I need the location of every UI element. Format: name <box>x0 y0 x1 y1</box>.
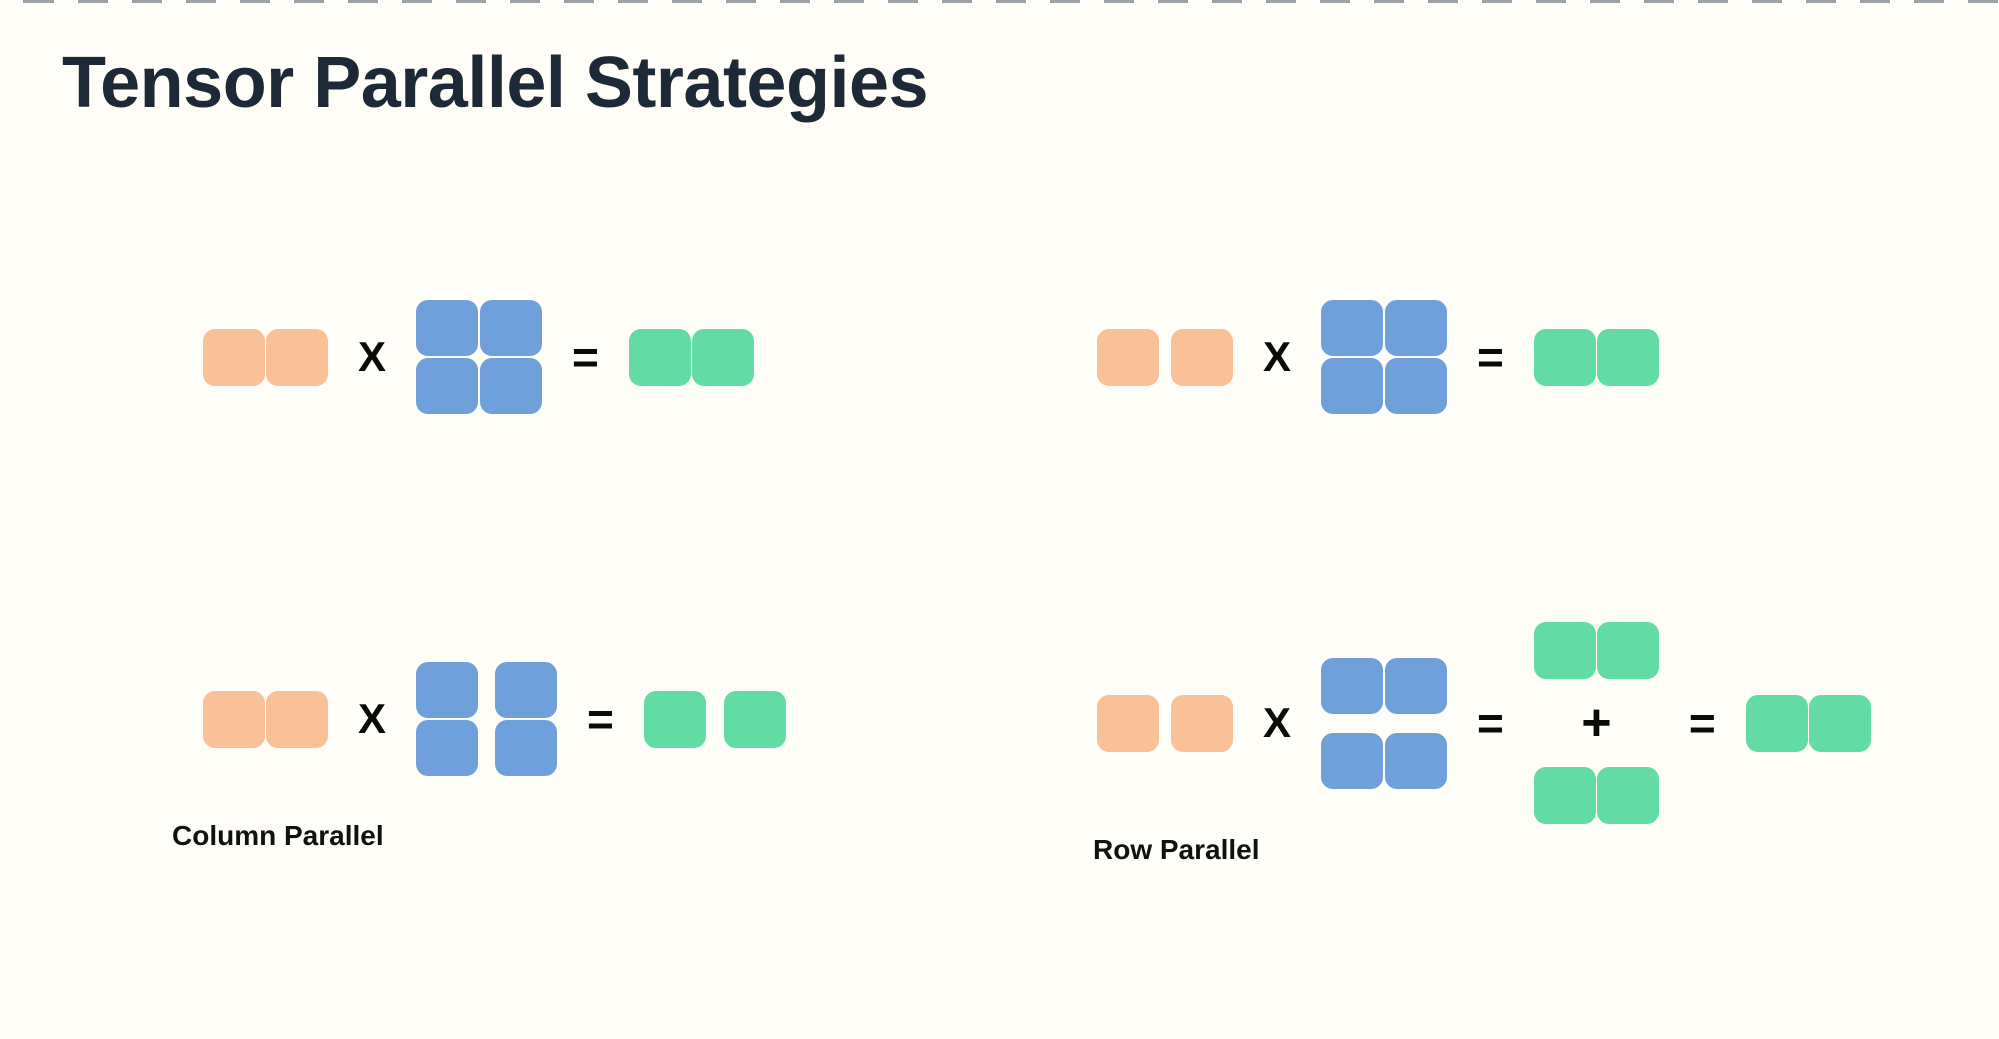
output-block <box>1596 767 1659 824</box>
input-block <box>1171 694 1233 752</box>
input-block <box>266 328 328 386</box>
equals-operator: = <box>1477 331 1504 383</box>
weight-block <box>416 662 479 718</box>
output-block <box>628 328 691 386</box>
weight-block <box>495 720 558 776</box>
equals-operator: = <box>572 331 599 383</box>
multiply-operator: X <box>358 695 387 742</box>
input-vector <box>203 690 328 748</box>
output-block <box>1596 622 1659 679</box>
input-block <box>1097 694 1159 752</box>
weight-block <box>416 720 479 776</box>
weight-block <box>1321 732 1384 789</box>
multiply-operator: X <box>1263 699 1292 746</box>
diagram-baseline-left: X = <box>203 300 754 414</box>
column-parallel-label: Column Parallel <box>172 820 384 851</box>
output-vector <box>1533 328 1659 386</box>
partial-output-vector <box>1533 622 1659 679</box>
weight-block <box>480 300 543 356</box>
weight-block <box>1385 300 1448 356</box>
page-title: Tensor Parallel Strategies <box>62 43 929 123</box>
equals-operator: = <box>1688 697 1716 749</box>
output-block <box>1745 694 1808 752</box>
output-block <box>643 690 706 748</box>
diagram-column-parallel: X = <box>203 662 786 776</box>
output-vector-sharded <box>643 690 786 748</box>
weight-block <box>1321 300 1384 356</box>
output-block <box>723 690 786 748</box>
input-block <box>203 328 265 386</box>
input-block <box>1097 328 1159 386</box>
weight-block <box>1321 358 1384 414</box>
weight-matrix-row-split <box>1321 657 1448 789</box>
output-block <box>691 328 754 386</box>
partial-outputs: + <box>1533 622 1659 824</box>
plus-operator: + <box>1581 694 1612 752</box>
input-vector <box>203 328 328 386</box>
output-block <box>1808 694 1871 752</box>
input-vector <box>1097 694 1233 752</box>
weight-block <box>480 358 543 414</box>
row-parallel-label: Row Parallel <box>1093 834 1260 865</box>
multiply-operator: X <box>1263 333 1292 380</box>
input-vector <box>1097 328 1233 386</box>
weight-matrix <box>416 300 543 414</box>
output-block <box>1533 622 1596 679</box>
weight-matrix-column-split <box>416 662 558 776</box>
weight-block <box>416 300 479 356</box>
equals-operator: = <box>587 693 614 745</box>
weight-matrix <box>1321 300 1448 414</box>
partial-output-vector <box>1533 767 1659 824</box>
output-vector <box>628 328 754 386</box>
weight-block <box>416 358 479 414</box>
diagram-row-parallel: X = + = <box>1097 622 1871 824</box>
diagram-baseline-right: X = <box>1097 300 1659 414</box>
output-block <box>1596 328 1659 386</box>
weight-block <box>1385 657 1448 714</box>
weight-block <box>1385 358 1448 414</box>
output-block <box>1533 767 1596 824</box>
top-dash-border <box>0 0 1999 3</box>
multiply-operator: X <box>358 333 387 380</box>
weight-block <box>1385 732 1448 789</box>
input-block <box>266 690 328 748</box>
weight-block <box>495 662 558 718</box>
final-output-vector <box>1745 694 1871 752</box>
equals-operator: = <box>1477 697 1504 749</box>
input-block <box>203 690 265 748</box>
weight-block <box>1321 657 1384 714</box>
output-block <box>1533 328 1596 386</box>
input-block <box>1171 328 1233 386</box>
